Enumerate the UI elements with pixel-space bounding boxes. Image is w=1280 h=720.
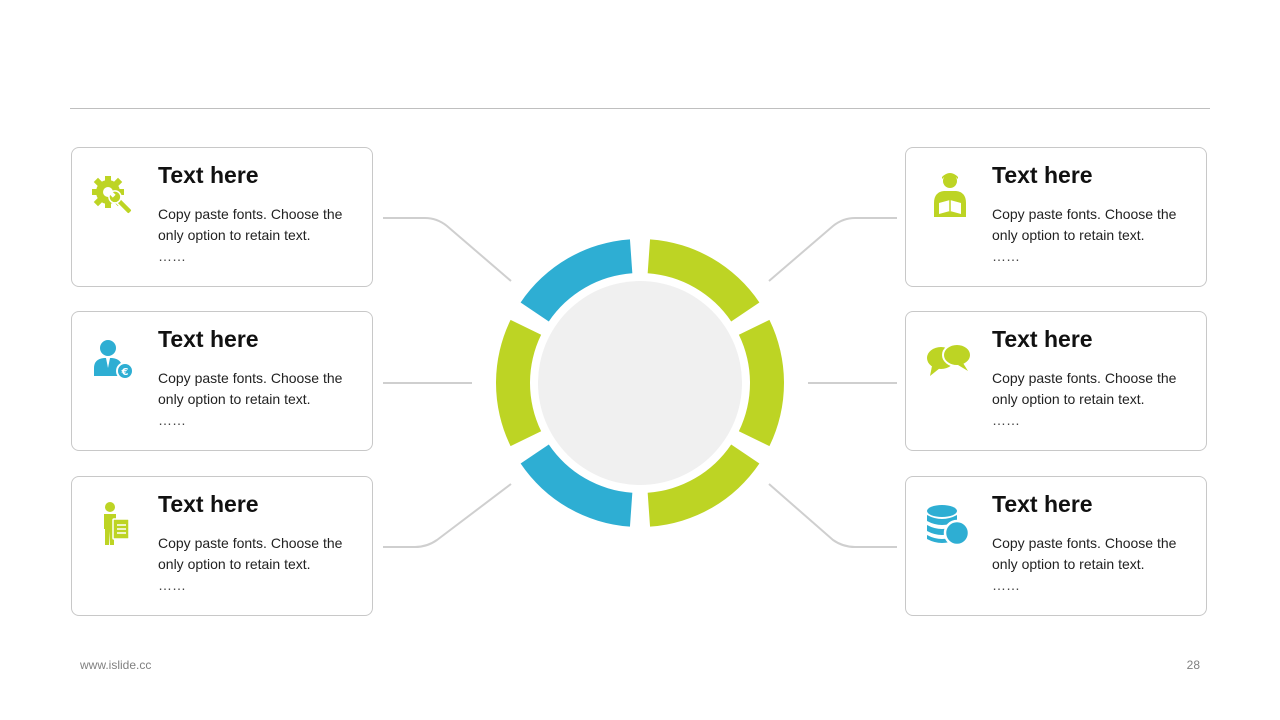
- connector-right-bottom-left: [383, 483, 512, 548]
- card-body: Copy paste fonts. Choose the only option…: [992, 206, 1177, 243]
- card-ellipsis: ……: [158, 412, 186, 428]
- card-title: Text here: [992, 491, 1093, 517]
- ring-segment-1: [647, 239, 760, 322]
- info-card-left-middle: € Text here Copy paste fonts. Choose the…: [71, 311, 373, 451]
- info-card-left-top: Text here Copy paste fonts. Choose the o…: [71, 147, 373, 287]
- card-body: Copy paste fonts. Choose the only option…: [158, 206, 343, 243]
- page-number: 28: [1186, 658, 1200, 672]
- top-divider: [70, 108, 1210, 109]
- card-title: Text here: [158, 491, 259, 517]
- info-card-right-middle: Text here Copy paste fonts. Choose the o…: [905, 311, 1207, 451]
- card-ellipsis: ……: [992, 412, 1020, 428]
- card-title: Text here: [158, 162, 259, 188]
- segmented-ring: [496, 239, 784, 527]
- card-ellipsis: ……: [158, 248, 186, 264]
- info-card-right-top: Text here Copy paste fonts. Choose the o…: [905, 147, 1207, 287]
- connector-right-bottom: [768, 483, 897, 548]
- svg-text:€: €: [121, 367, 129, 378]
- person-document-icon: [88, 499, 138, 549]
- gear-wrench-icon: [88, 170, 138, 220]
- card-title: Text here: [158, 326, 259, 352]
- footer-url: www.islide.cc: [80, 658, 152, 672]
- info-card-right-bottom: Text here Copy paste fonts. Choose the o…: [905, 476, 1207, 616]
- card-title: Text here: [992, 326, 1093, 352]
- info-card-left-bottom: Text here Copy paste fonts. Choose the o…: [71, 476, 373, 616]
- ring-segment-4: [520, 444, 633, 527]
- chat-bubbles-icon: [922, 334, 972, 384]
- card-body: Copy paste fonts. Choose the only option…: [158, 535, 343, 572]
- ring-segment-6: [520, 239, 633, 322]
- coins-stack-icon: [922, 499, 972, 549]
- card-title: Text here: [992, 162, 1093, 188]
- reader-book-icon: [922, 170, 972, 220]
- ring-segment-3: [647, 444, 760, 527]
- card-body: Copy paste fonts. Choose the only option…: [158, 370, 343, 407]
- ring-segment-5: [496, 319, 542, 447]
- card-ellipsis: ……: [992, 577, 1020, 593]
- connector-right-top: [768, 217, 897, 282]
- businessman-euro-icon: €: [88, 334, 138, 384]
- ring-center: [538, 281, 742, 485]
- card-ellipsis: ……: [992, 248, 1020, 264]
- card-ellipsis: ……: [158, 577, 186, 593]
- ring-segment-2: [738, 319, 784, 447]
- card-body: Copy paste fonts. Choose the only option…: [992, 370, 1177, 407]
- card-body: Copy paste fonts. Choose the only option…: [992, 535, 1177, 572]
- connector-left-top: [383, 217, 512, 282]
